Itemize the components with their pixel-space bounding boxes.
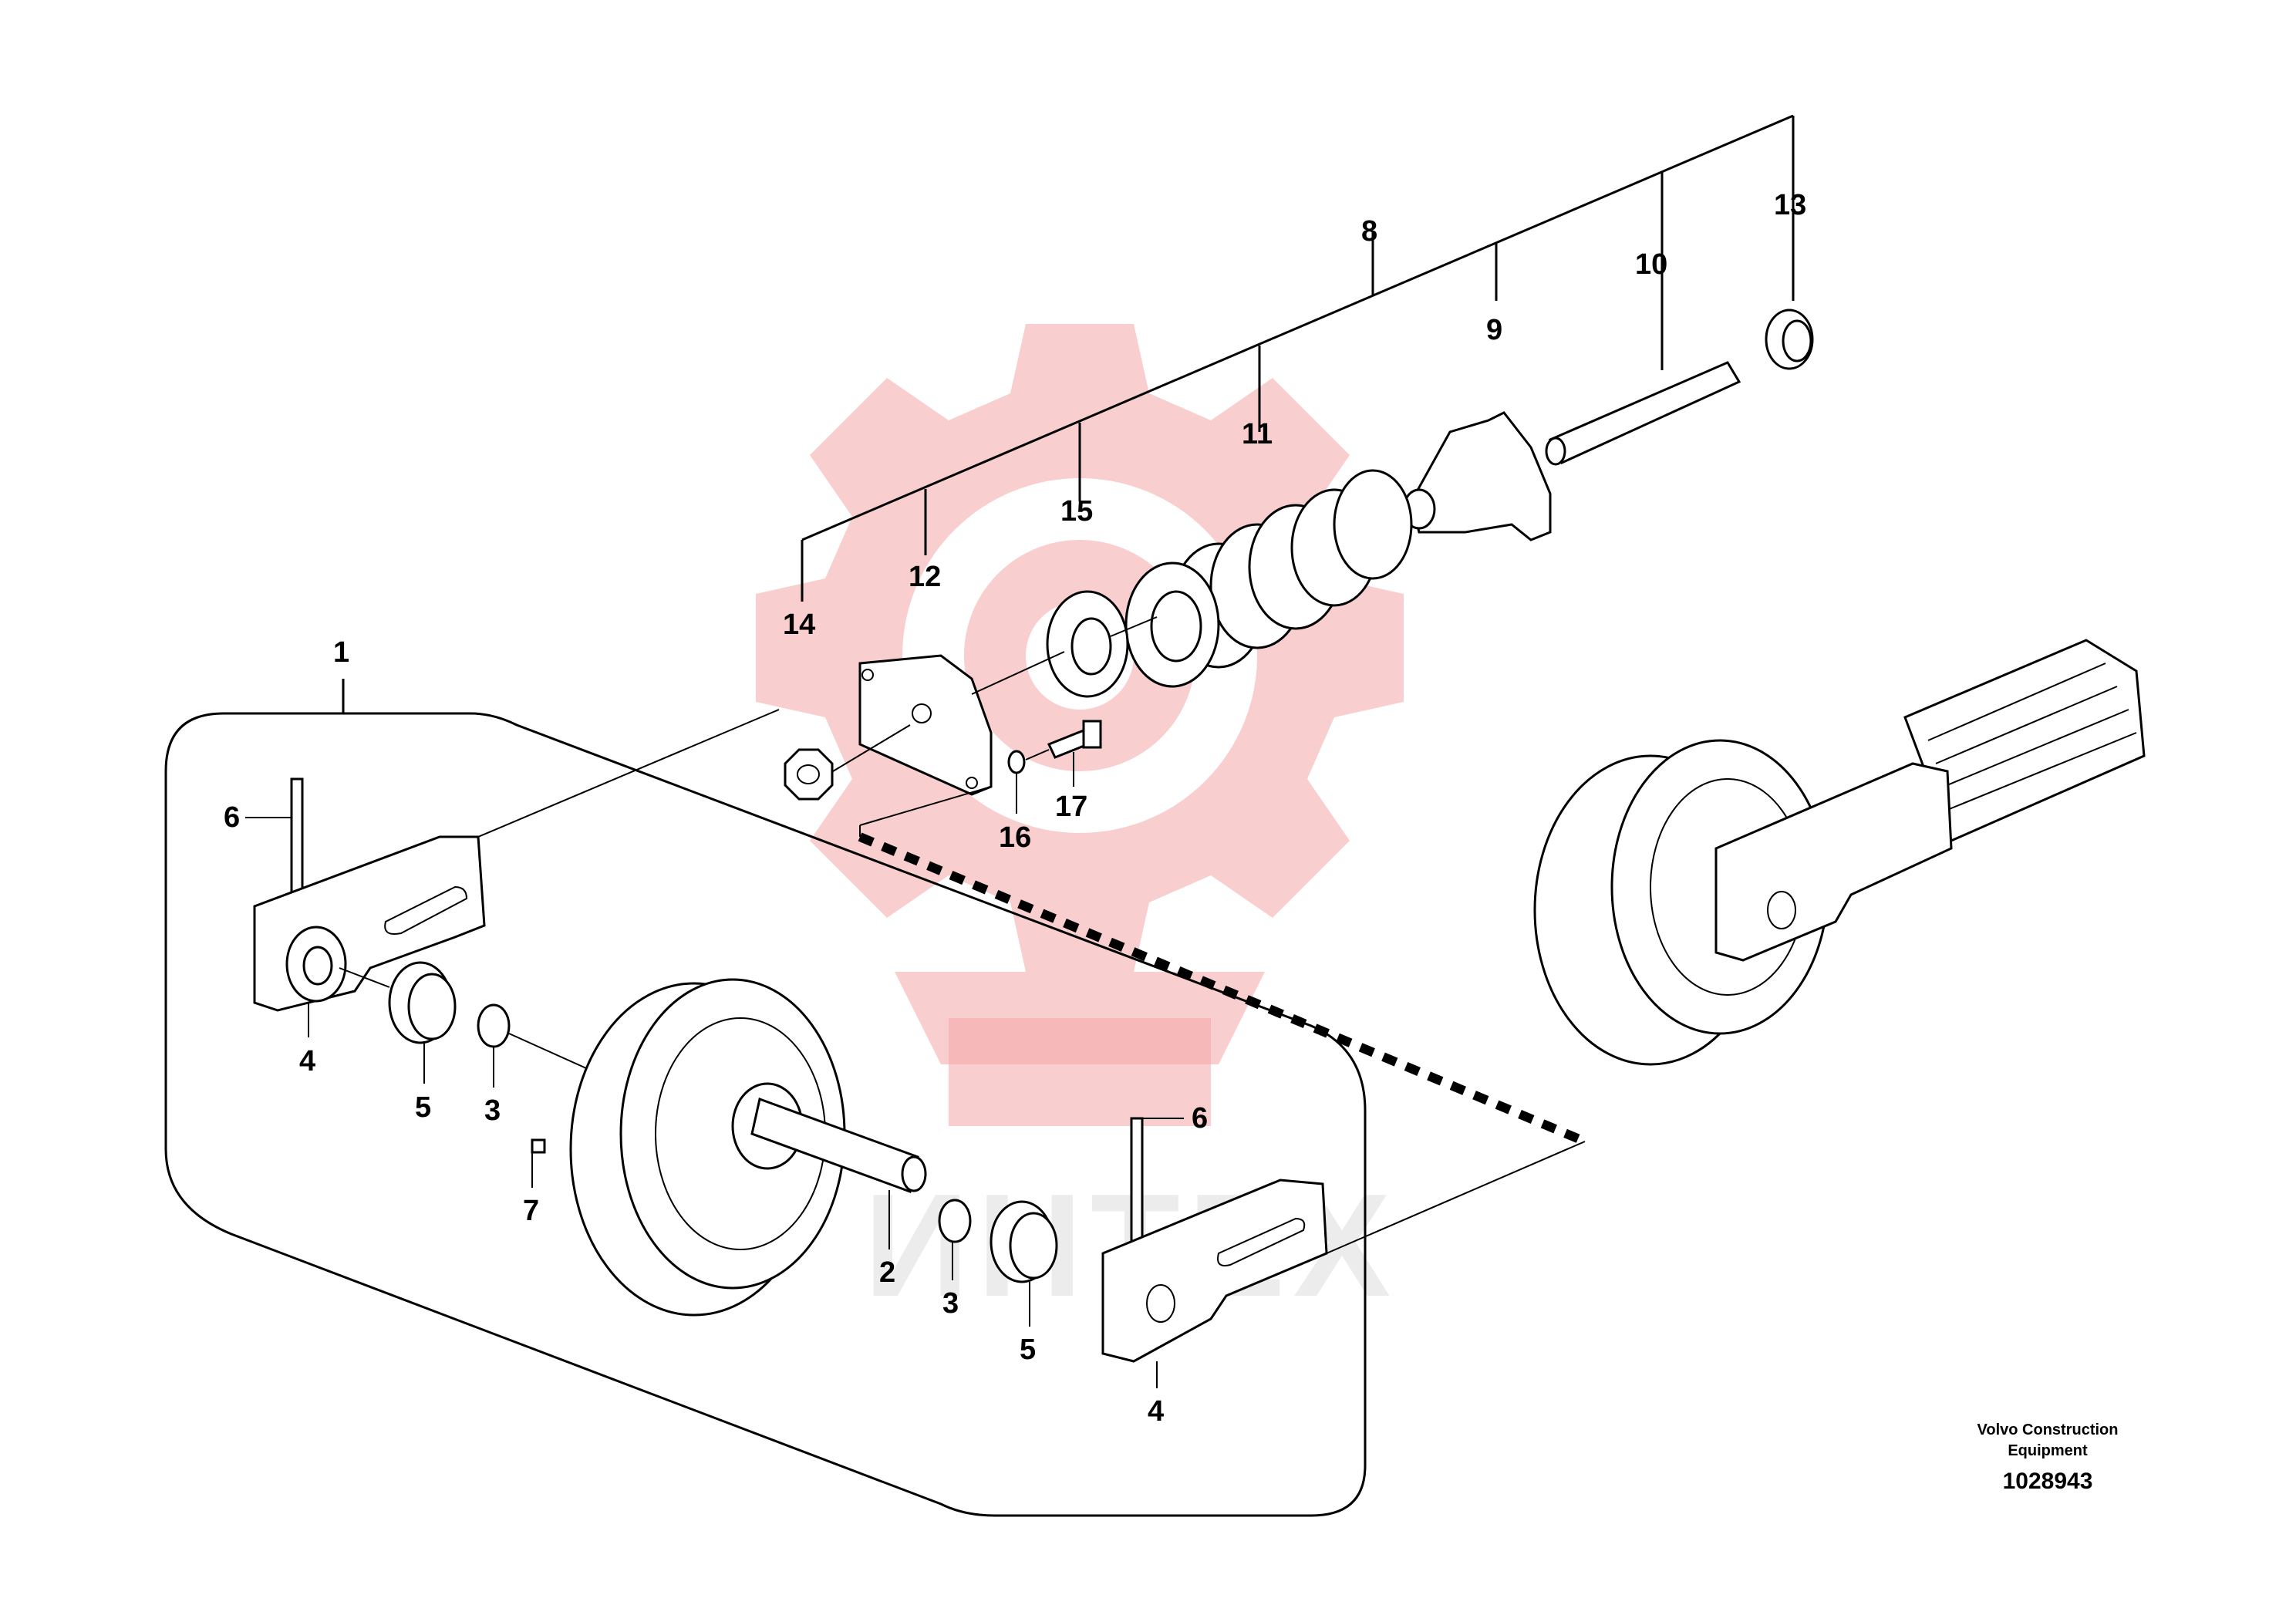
part-12-plate	[858, 654, 993, 796]
callout-labels: 1 6 4 5 3 7 2 3 5 4 6 8 9 10 11 12 13 14…	[224, 189, 1806, 1428]
callout-5-right: 5	[1020, 1334, 1036, 1366]
callout-11: 11	[1242, 418, 1273, 450]
callout-8: 8	[1361, 215, 1377, 248]
callout-6-left: 6	[224, 801, 240, 834]
manufacturer-line-1: Volvo Construction	[1977, 1421, 2119, 1438]
leader-line	[477, 709, 780, 838]
manufacturer-mark: Volvo Construction Equipment 1028943	[1977, 1421, 2119, 1494]
part-13-cap	[1765, 309, 1814, 370]
callout-12: 12	[909, 561, 941, 593]
leader-line	[1110, 616, 1158, 637]
part-2-shaft	[750, 1098, 927, 1193]
callout-5-left: 5	[415, 1091, 431, 1124]
callout-13: 13	[1774, 189, 1806, 221]
callout-leaders	[245, 231, 1374, 1388]
manufacturer-line-2: Equipment	[2008, 1442, 2088, 1459]
part-16-washer	[1007, 750, 1026, 774]
callout-1: 1	[333, 636, 349, 669]
leader-line	[971, 651, 1065, 695]
dashed-connector-line	[858, 832, 1587, 1146]
callout-17: 17	[1055, 791, 1087, 823]
callout-4-right: 4	[1148, 1395, 1164, 1428]
diagram-number: 1028943	[2003, 1469, 2093, 1494]
part-11-spring	[1124, 469, 1413, 688]
callout-10: 10	[1635, 248, 1667, 281]
part-7-plug	[531, 1138, 546, 1154]
leader-line	[508, 1033, 587, 1069]
callout-15: 15	[1060, 495, 1093, 528]
callout-14: 14	[783, 609, 815, 641]
leader-line	[859, 786, 992, 826]
part-14-nut	[784, 748, 834, 801]
assembled-idler-view	[1533, 639, 2146, 1066]
part-6-pin-left	[290, 777, 304, 896]
callout-3-right: 3	[942, 1287, 959, 1320]
callout-4-left: 4	[299, 1045, 315, 1077]
part-4-bracket-right	[1101, 1179, 1328, 1363]
part-6-pin-right	[1130, 1117, 1144, 1251]
callout-3-left: 3	[484, 1094, 501, 1127]
part-3-oring-right	[938, 1199, 972, 1243]
callout-6-right: 6	[1192, 1102, 1208, 1135]
part-9-yoke	[1402, 411, 1552, 541]
leader-line	[339, 967, 390, 988]
part-3-oring-left	[477, 1003, 511, 1048]
part-17-bolt	[1047, 720, 1102, 759]
leader-line	[1025, 749, 1050, 760]
part-15-washer	[1046, 590, 1129, 698]
leader-line	[1326, 1141, 1586, 1254]
part-5-seal-left	[388, 961, 457, 1044]
watermark-gear-logo	[756, 324, 1404, 1126]
leader-line	[832, 724, 911, 772]
callout-7: 7	[523, 1195, 539, 1227]
assembly-8-leader-frame	[801, 114, 1795, 602]
part-5-seal-right	[990, 1200, 1058, 1283]
part-4-bracket-left	[253, 835, 486, 1012]
part-10-rod	[1545, 361, 1741, 466]
idler-wheel-lower	[569, 978, 846, 1317]
callout-9: 9	[1486, 314, 1502, 346]
callout-2: 2	[879, 1256, 895, 1289]
callout-16: 16	[999, 821, 1031, 854]
